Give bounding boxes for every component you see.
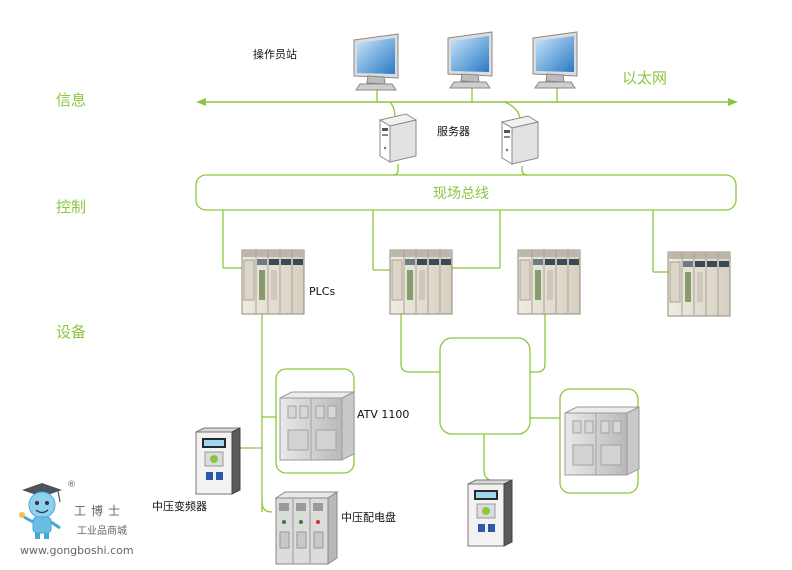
plc-2	[389, 249, 453, 315]
operator-monitor-2	[447, 31, 493, 89]
ethernet-line	[196, 98, 738, 106]
mv-switchgear-label: 中压配电盘	[341, 511, 396, 524]
connector-lines	[222, 86, 668, 513]
watermark-url: www.gongboshi.com	[20, 544, 134, 557]
server-2	[501, 115, 539, 165]
mv-drive-left	[195, 427, 241, 495]
fieldbus-label: 现场总线	[433, 186, 489, 202]
mv-drive-label: 中压变频器	[152, 500, 207, 513]
servers-label: 服务器	[437, 125, 470, 138]
right-mv-cabinet	[564, 406, 640, 476]
fieldbus-bar	[195, 174, 737, 211]
atv-label: ATV 1100	[357, 408, 410, 421]
watermark-tagline: 工业品商城	[77, 526, 127, 537]
plc-4	[667, 251, 731, 317]
operator-monitor-3	[532, 31, 578, 89]
operator-monitor-1	[353, 33, 399, 91]
atv-cabinet	[279, 391, 355, 461]
operator-station-label: 操作员站	[253, 48, 297, 61]
watermark-registered: ®	[67, 480, 76, 490]
mascot-icon	[19, 483, 62, 539]
plc-3	[517, 249, 581, 315]
mv-switchgear-icon	[274, 491, 339, 565]
mv-drive-bottom	[467, 479, 513, 547]
ethernet-label: 以太网	[622, 69, 668, 87]
plc-1	[241, 249, 305, 315]
layer-label-control: 控制	[56, 198, 87, 216]
layer-label-device: 设备	[56, 323, 87, 341]
watermark-brand: 工博士	[74, 504, 126, 518]
layer-label-info: 信息	[56, 91, 87, 109]
server-1	[379, 113, 417, 163]
plcs-label: PLCs	[309, 285, 336, 298]
